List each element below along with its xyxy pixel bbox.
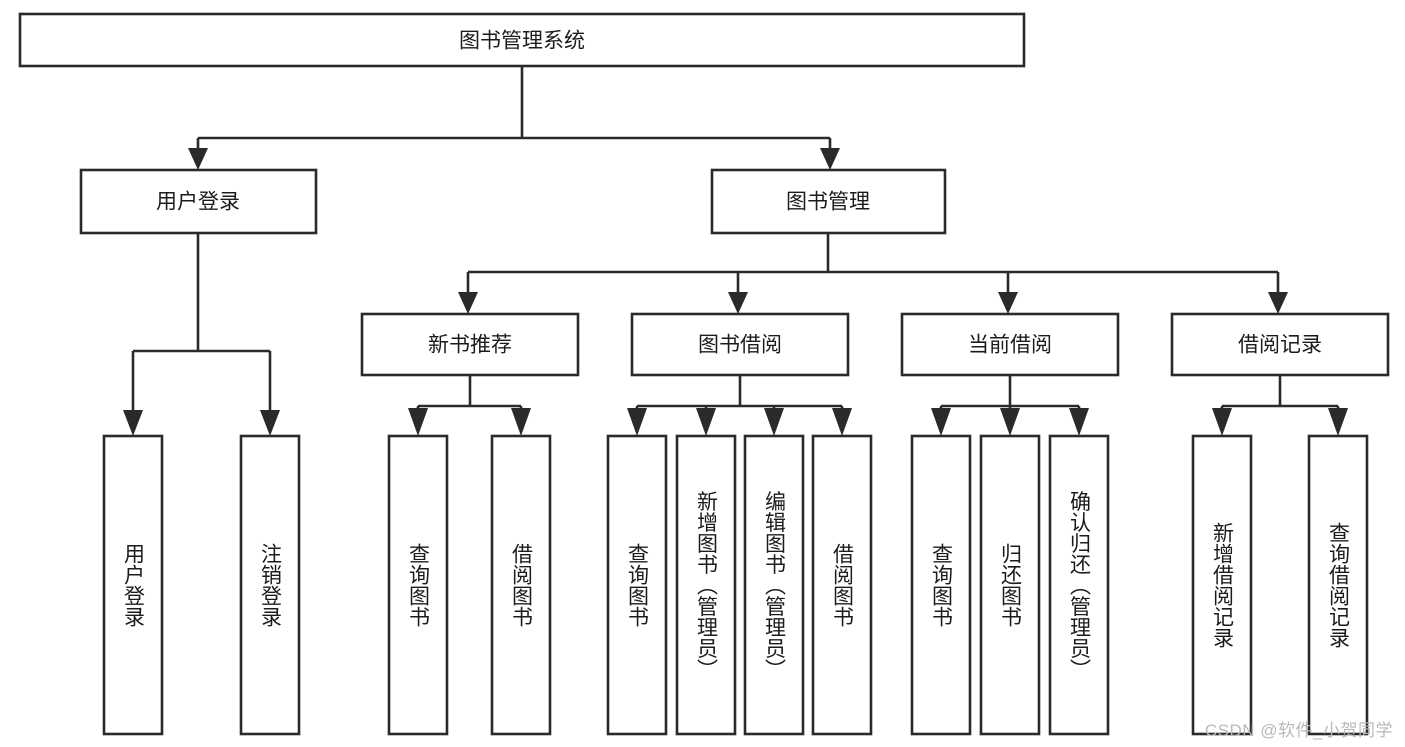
leaf-node-user-login-label: 用户登录 bbox=[122, 543, 146, 627]
leaf-node-edit-book-admin-box[interactable] bbox=[743, 434, 805, 736]
connector-user-login-to-leaves bbox=[123, 233, 280, 436]
leaf-node-borrow-book-recommend[interactable]: 借阅图书 bbox=[490, 434, 552, 736]
node-level2-current-borrow-box[interactable] bbox=[900, 312, 1120, 377]
leaf-node-query-borrow-record-label: 查询借阅记录 bbox=[1327, 522, 1351, 648]
arrow-head-icon bbox=[1328, 408, 1348, 436]
node-root-box[interactable] bbox=[18, 12, 1026, 68]
leaf-node-return-book[interactable]: 归还图书 bbox=[979, 434, 1041, 736]
arrow-head-icon bbox=[820, 148, 840, 170]
arrow-head-icon bbox=[188, 148, 208, 170]
leaf-node-query-borrow-record[interactable]: 查询借阅记录 bbox=[1307, 434, 1369, 736]
arrow-head-icon bbox=[998, 292, 1018, 314]
node-level2-book-borrow[interactable]: 图书借阅 bbox=[630, 312, 850, 377]
connector-book-borrow-to-leaves bbox=[627, 375, 852, 436]
leaf-node-query-book-borrow-label: 查询图书 bbox=[626, 543, 650, 627]
arrow-head-icon bbox=[931, 408, 951, 436]
leaf-node-add-book-admin-box[interactable] bbox=[675, 434, 737, 736]
leaf-node-return-book-box[interactable] bbox=[979, 434, 1041, 736]
leaf-node-logout[interactable]: 注销登录 bbox=[239, 434, 301, 736]
leaf-node-borrow-book[interactable]: 借阅图书 bbox=[811, 434, 873, 736]
node-level2-new-book-recommend[interactable]: 新书推荐 bbox=[360, 312, 580, 377]
arrow-head-icon bbox=[458, 292, 478, 314]
node-level1-user-login-label: 用户登录 bbox=[156, 191, 240, 214]
leaf-node-query-book-current[interactable]: 查询图书 bbox=[910, 434, 972, 736]
node-level2-current-borrow[interactable]: 当前借阅 bbox=[900, 312, 1120, 377]
node-level1-user-login-box[interactable] bbox=[79, 168, 318, 235]
leaf-node-query-book-recommend[interactable]: 查询图书 bbox=[387, 434, 449, 736]
node-level1-book-management-label: 图书管理 bbox=[786, 191, 870, 214]
arrow-head-icon bbox=[123, 410, 143, 436]
arrow-head-icon bbox=[1212, 408, 1232, 436]
arrow-head-icon bbox=[1000, 408, 1020, 436]
arrow-head-icon bbox=[832, 408, 852, 436]
leaf-node-logout-box[interactable] bbox=[239, 434, 301, 736]
leaf-node-query-book-current-label: 查询图书 bbox=[930, 543, 954, 627]
leaf-node-edit-book-admin[interactable]: 编辑图书（管理员） bbox=[743, 434, 805, 736]
node-level2-new-book-recommend-label: 新书推荐 bbox=[428, 334, 512, 357]
leaf-node-confirm-return-admin-box[interactable] bbox=[1048, 434, 1110, 736]
node-level2-borrow-records[interactable]: 借阅记录 bbox=[1170, 312, 1390, 377]
leaf-node-borrow-book-recommend-label: 借阅图书 bbox=[510, 543, 534, 627]
connector-root-to-level1 bbox=[188, 66, 840, 170]
connector-borrow-records-to-leaves bbox=[1212, 375, 1348, 436]
node-level1-user-login[interactable]: 用户登录 bbox=[79, 168, 318, 235]
leaf-node-add-book-admin-label: 新增图书（管理员） bbox=[695, 491, 719, 680]
arrow-head-icon bbox=[408, 408, 428, 436]
node-level2-borrow-records-label: 借阅记录 bbox=[1238, 334, 1322, 357]
leaf-node-add-borrow-record-box[interactable] bbox=[1191, 434, 1253, 736]
leaf-node-user-login[interactable]: 用户登录 bbox=[102, 434, 164, 736]
node-level2-current-borrow-label: 当前借阅 bbox=[968, 334, 1052, 357]
arrow-head-icon bbox=[696, 408, 716, 436]
leaf-node-return-book-label: 归还图书 bbox=[999, 543, 1023, 627]
node-level2-new-book-recommend-box[interactable] bbox=[360, 312, 580, 377]
leaf-node-query-book-borrow[interactable]: 查询图书 bbox=[606, 434, 668, 736]
leaf-node-query-book-recommend-box[interactable] bbox=[387, 434, 449, 736]
leaf-node-add-book-admin[interactable]: 新增图书（管理员） bbox=[675, 434, 737, 736]
leaf-node-confirm-return-admin[interactable]: 确认归还（管理员） bbox=[1048, 434, 1110, 736]
arrow-head-icon bbox=[260, 410, 280, 436]
leaf-node-borrow-book-label: 借阅图书 bbox=[831, 543, 855, 627]
leaf-node-query-book-current-box[interactable] bbox=[910, 434, 972, 736]
leaf-node-add-borrow-record[interactable]: 新增借阅记录 bbox=[1191, 434, 1253, 736]
node-root-label: 图书管理系统 bbox=[459, 30, 585, 53]
leaf-node-borrow-book-box[interactable] bbox=[811, 434, 873, 736]
node-level2-book-borrow-label: 图书借阅 bbox=[698, 334, 782, 357]
leaf-node-user-login-box[interactable] bbox=[102, 434, 164, 736]
node-root-book-management-system[interactable]: 图书管理系统 bbox=[18, 12, 1026, 68]
node-level1-book-management[interactable]: 图书管理 bbox=[710, 168, 947, 235]
leaf-node-edit-book-admin-label: 编辑图书（管理员） bbox=[763, 491, 787, 680]
arrow-head-icon bbox=[511, 408, 531, 436]
connector-book-management-to-level2 bbox=[458, 233, 1288, 314]
leaf-node-add-borrow-record-label: 新增借阅记录 bbox=[1211, 522, 1235, 648]
arrow-head-icon bbox=[627, 408, 647, 436]
leaf-node-query-book-recommend-label: 查询图书 bbox=[407, 543, 431, 627]
arrow-head-icon bbox=[728, 292, 748, 314]
connector-new-book-recommend-to-leaves bbox=[408, 375, 531, 436]
leaf-node-confirm-return-admin-label: 确认归还（管理员） bbox=[1068, 491, 1092, 680]
connector-current-borrow-to-leaves bbox=[931, 375, 1089, 436]
arrow-head-icon bbox=[1268, 292, 1288, 314]
leaf-node-logout-label: 注销登录 bbox=[259, 543, 283, 627]
leaf-node-query-borrow-record-box[interactable] bbox=[1307, 434, 1369, 736]
leaf-node-borrow-book-recommend-box[interactable] bbox=[490, 434, 552, 736]
arrow-head-icon bbox=[764, 408, 784, 436]
arrow-head-icon bbox=[1069, 408, 1089, 436]
leaf-node-query-book-borrow-box[interactable] bbox=[606, 434, 668, 736]
